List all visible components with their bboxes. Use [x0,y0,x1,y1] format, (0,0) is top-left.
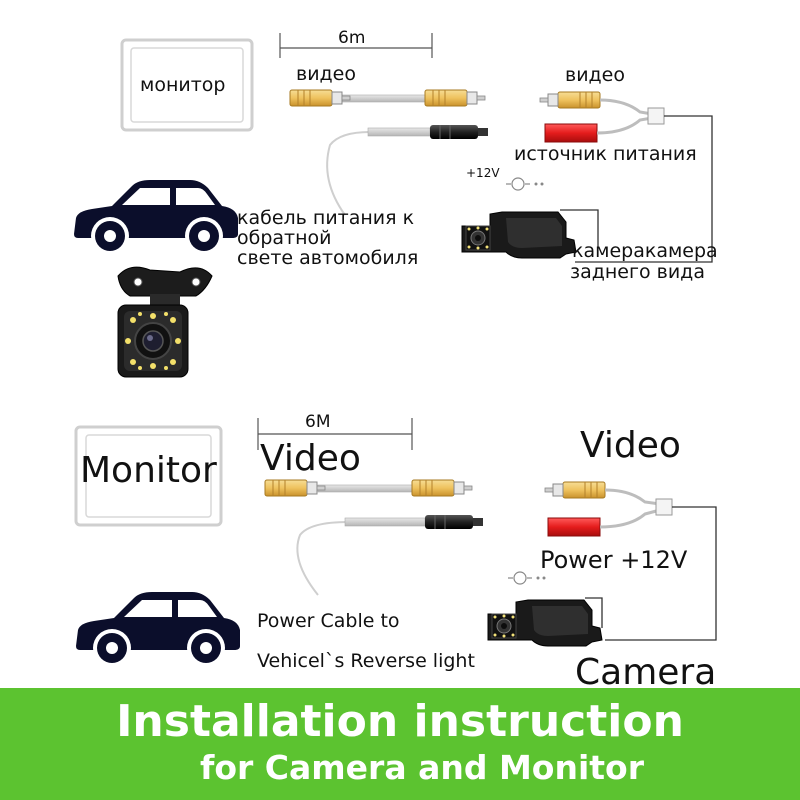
top-length-label: 6m [338,28,366,48]
top-monitor-label: монитор [140,74,226,96]
top-rear-camera-icon [461,209,599,259]
banner-title: Installation instruction [116,696,684,747]
top-power-cable [326,124,489,216]
bottom-length-marker [257,418,413,450]
top-video-left-label: видео [296,63,356,85]
top-power-cable-line2: обратной [237,227,332,249]
top-power-cable-line1: кабель питания к [237,207,415,229]
bottom-camera-label: Camera [575,652,717,693]
top-car-icon [74,180,238,255]
bottom-power-cable-line1: Power Cable to [257,610,400,632]
bottom-video-left-label: Video [260,438,361,479]
top-power-cable-line3: свете автомобиля [237,247,419,269]
top-video-cable [289,89,486,107]
bottom-camera-connectors [544,481,717,641]
top-plus12-label: +12V [466,166,500,180]
bottom-monitor-icon [74,425,223,527]
bottom-rear-camera-icon [487,597,603,647]
top-length-marker [279,33,433,58]
top-camera-connectors [539,91,713,263]
bottom-power-cable-line2: Vehicel`s Reverse light [257,650,475,672]
bottom-power-cable [296,514,484,596]
bottom-car-icon [76,592,240,667]
top-bulb-icon [505,177,545,191]
banner-subtitle: for Camera and Monitor [200,748,644,787]
bottom-video-cable [264,479,473,497]
top-camera-line2: заднего вида [570,261,705,283]
top-video-right-label: видео [565,64,625,86]
bottom-power-label: Power +12V [540,546,688,574]
instruction-banner [0,688,800,800]
top-camera-line1: камеракамера [572,240,718,262]
bottom-video-right-label: Video [580,425,681,466]
bottom-monitor-label: Monitor [80,450,217,491]
butterfly-camera-icon [117,266,213,378]
bottom-length-label: 6M [305,412,331,432]
top-monitor-icon [120,38,254,132]
top-power-source-label: источник питания [514,143,697,165]
